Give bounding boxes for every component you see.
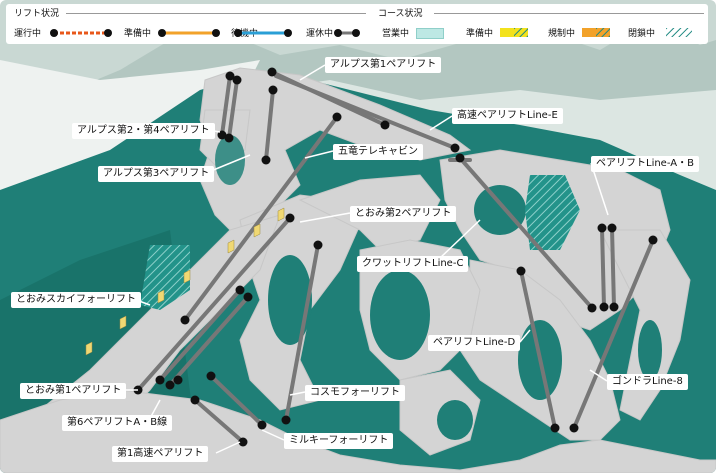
lift-lines <box>136 70 655 444</box>
lift-label-alps-2-4[interactable]: アルプス第2・第4ペアリフト <box>72 123 215 139</box>
legend-course-restricted-swatch <box>582 28 596 37</box>
status-legend: リフト状況 コース状況 運行中 準備中 待機中 運休中 営業中 準備中 規制中 … <box>6 4 708 44</box>
legend-lift-operating-swatch <box>50 29 112 37</box>
lift-label-alps-1[interactable]: アルプス第1ペアリフト <box>325 57 442 73</box>
lift-label-line-d[interactable]: ペアリフトLine-D <box>428 335 521 351</box>
legend-course-open: 営業中 <box>382 29 410 39</box>
legend-course-preparing: 準備中 <box>466 29 494 39</box>
lift-label-milky-four[interactable]: ミルキーフォーリフト <box>284 433 394 449</box>
lift-label-1st-high-speed[interactable]: 第1高速ペアリフト <box>112 446 209 462</box>
legend-course-open-swatch <box>416 28 444 39</box>
legend-lift-swatches <box>234 29 360 37</box>
legend-course-closed: 閉鎖中 <box>628 29 656 39</box>
legend-lift-operating: 運行中 <box>14 29 42 39</box>
lift-label-toomi-2[interactable]: とおみ第2ペアリフト <box>350 206 457 222</box>
lift-label-line-e[interactable]: 高速ペアリフトLine-E <box>452 108 563 124</box>
legend-divider <box>66 13 366 14</box>
lift-label-line-a-b[interactable]: ペアリフトLine-A・B <box>591 156 699 172</box>
legend-course-restricted-hatch <box>596 28 610 37</box>
legend-divider <box>434 13 704 14</box>
course-status-header: コース状況 <box>378 9 423 19</box>
legend-course-preparing-swatch <box>500 28 514 37</box>
legend-lift-suspended: 運休中 <box>306 29 334 39</box>
lift-label-alps-3[interactable]: アルプス第3ペアリフト <box>98 166 215 182</box>
lift-label-6th-a-b[interactable]: 第6ペアリフトA・B線 <box>62 415 173 431</box>
lift-label-cosmo-four[interactable]: コスモフォーリフト <box>305 385 405 401</box>
legend-lift-preparing: 準備中 <box>124 29 152 39</box>
lift-label-toomi-1[interactable]: とおみ第1ペアリフト <box>20 383 127 399</box>
lift-status-header: リフト状況 <box>14 9 60 19</box>
lift-label-toomi-skyfour[interactable]: とおみスカイフォーリフト <box>11 292 141 308</box>
lift-label-line-c[interactable]: クワットリフトLine-C <box>357 256 469 272</box>
flag-markers <box>85 207 285 356</box>
lift-terminals <box>133 67 658 447</box>
lift-label-goryu-telecabin[interactable]: 五竜テレキャビン <box>333 144 423 160</box>
legend-course-preparing-hatch <box>514 28 528 37</box>
legend-course-restricted: 規制中 <box>548 29 576 39</box>
legend-lift-preparing-swatch <box>158 29 220 37</box>
lift-label-gondola-line-8[interactable]: ゴンドラLine-8 <box>607 374 688 390</box>
legend-course-closed-swatch <box>666 28 692 37</box>
